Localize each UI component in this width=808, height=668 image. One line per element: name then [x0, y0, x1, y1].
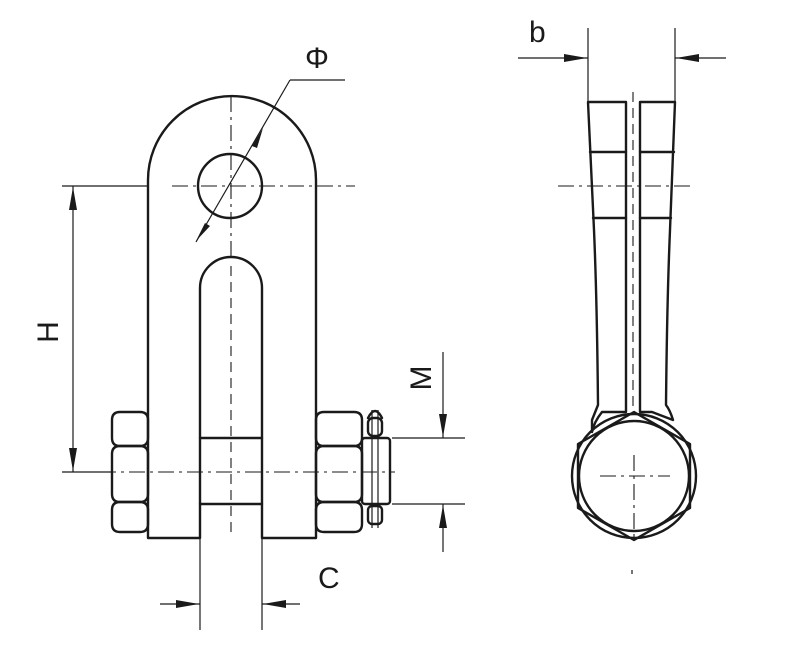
cotter-pin — [360, 409, 392, 528]
side-eye-outer — [570, 412, 698, 540]
left-hex-nut — [110, 410, 150, 534]
side-centerlines — [558, 92, 690, 574]
bolt-pin — [198, 436, 264, 506]
side-view: b — [518, 16, 726, 574]
b-dimension — [518, 28, 726, 102]
side-hex-nut — [576, 410, 692, 542]
phi-dimension — [195, 79, 345, 243]
c-dimension — [160, 538, 300, 630]
m-label: M — [405, 366, 438, 391]
c-label: C — [318, 562, 340, 595]
h-dimension — [62, 185, 148, 473]
front-view: Φ H M C — [32, 42, 465, 630]
side-left-plate — [586, 100, 628, 434]
shackle-body-outline — [146, 94, 318, 540]
m-dimension — [392, 352, 465, 552]
phi-label: Φ — [305, 42, 329, 75]
b-label: b — [529, 16, 546, 49]
side-right-plate — [638, 100, 677, 422]
front-centerlines — [100, 96, 395, 538]
side-plate-bands — [588, 150, 676, 220]
h-label: H — [32, 321, 65, 343]
